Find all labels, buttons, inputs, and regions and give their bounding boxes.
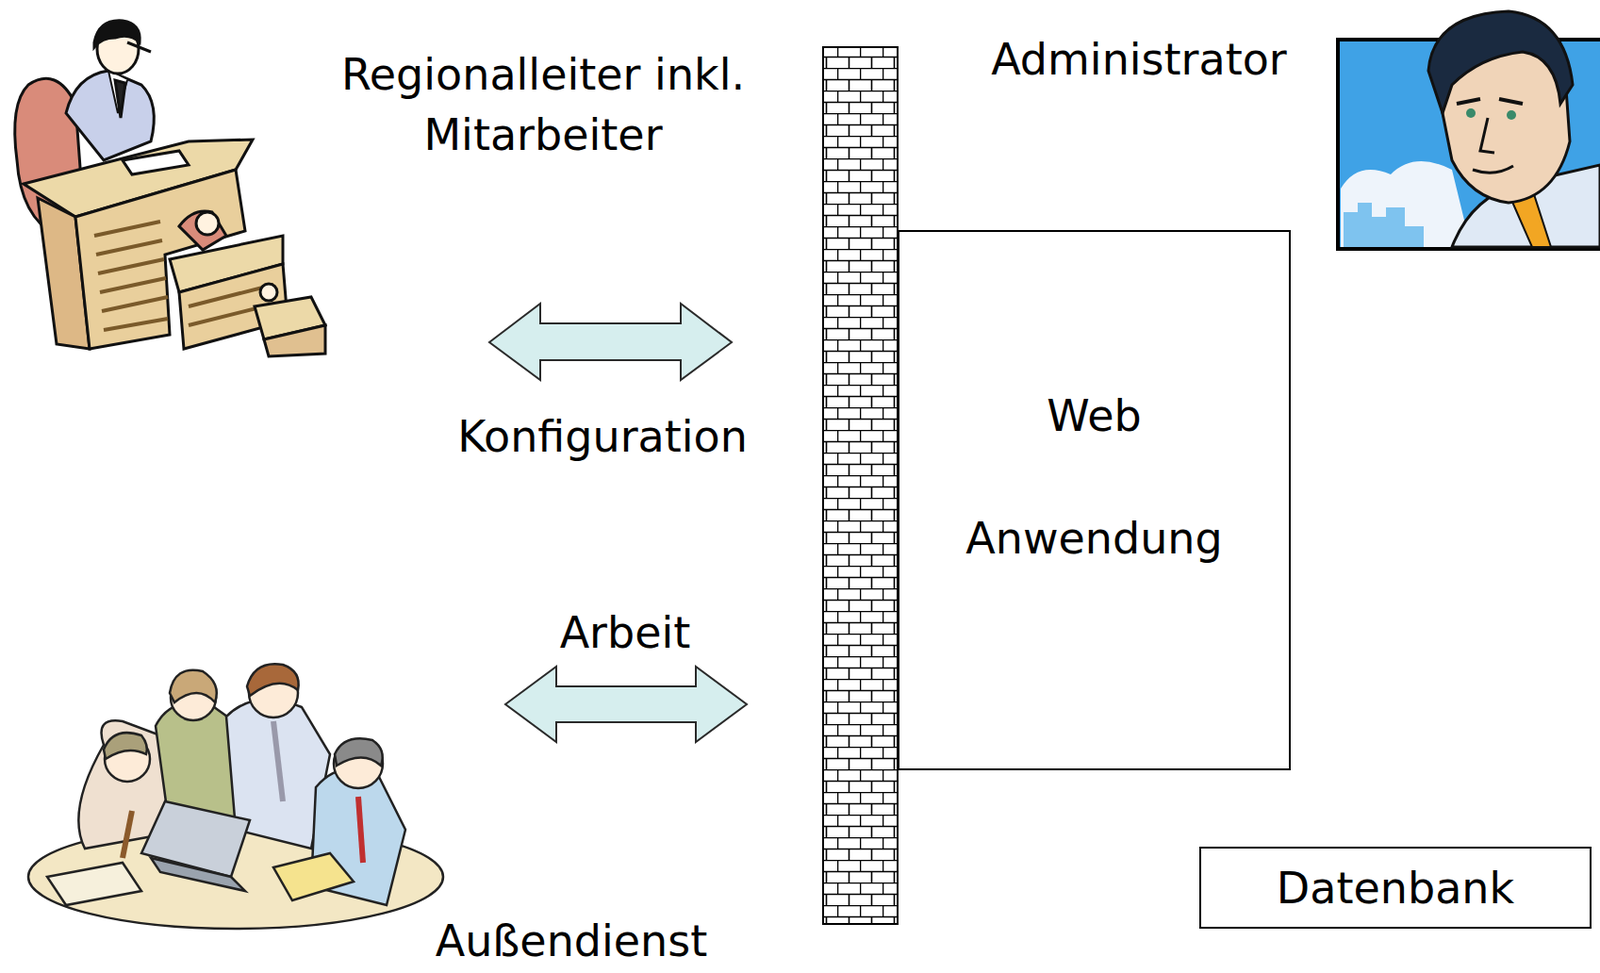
database-box: Datenbank [1199, 846, 1592, 929]
group-label: Außendienst [435, 910, 709, 972]
web-application-box: Web Anwendung [897, 230, 1291, 771]
group-label: Regionalleiter inkl. Mitarbeiter [321, 44, 765, 165]
arrow-label: Arbeit [560, 602, 692, 663]
field-team-clipart [28, 663, 444, 929]
administrator-clipart [1337, 11, 1600, 249]
double-arrow [505, 666, 747, 743]
double-arrow [489, 303, 732, 380]
box-label: Datenbank [1276, 862, 1515, 914]
box-label: Web Anwendung [965, 354, 1222, 600]
arrow-label: Konfiguration [457, 406, 748, 467]
firewall-wall [823, 47, 898, 924]
group-label: Administrator [990, 29, 1287, 90]
manager-clipart [15, 20, 326, 357]
